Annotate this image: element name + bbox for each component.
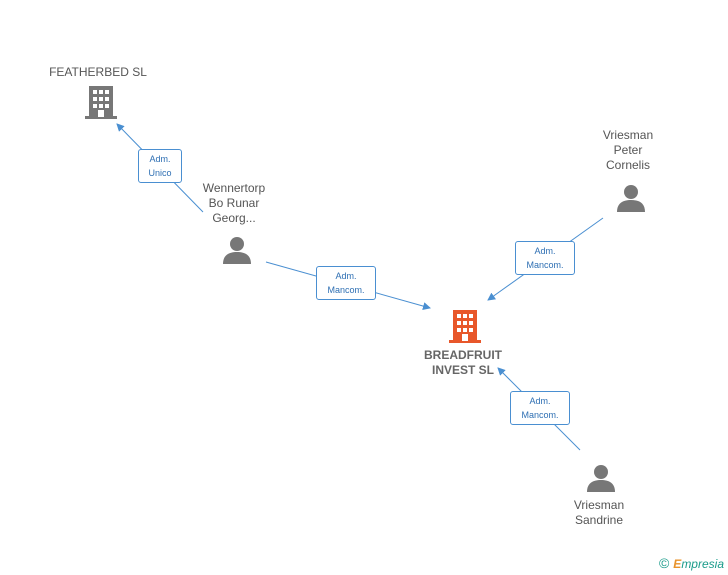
person-icon[interactable] <box>586 463 616 493</box>
edge-label-adm-mancom: Adm. Mancom. <box>510 391 570 425</box>
person-icon[interactable] <box>222 235 252 265</box>
edge-label-adm-unico: Adm. Unico <box>138 149 182 183</box>
brand-initial: E <box>673 557 682 571</box>
brand-name: mpresia <box>681 557 724 571</box>
breadfruit-label[interactable]: BREADFRUIT INVEST SL <box>424 348 502 377</box>
vriesman-sandrine-label[interactable]: Vriesman Sandrine <box>573 498 625 527</box>
featherbed-label[interactable]: FEATHERBED SL <box>49 65 147 79</box>
person-icon[interactable] <box>616 183 646 213</box>
edge-label-adm-mancom: Adm. Mancom. <box>515 241 575 275</box>
building-icon[interactable] <box>84 84 118 120</box>
vriesman-peter-label[interactable]: Vriesman Peter Cornelis <box>602 128 654 172</box>
building-icon-main[interactable] <box>448 308 482 344</box>
edge-label-adm-mancom: Adm. Mancom. <box>316 266 376 300</box>
copyright-symbol: © <box>658 555 670 571</box>
wennertorp-label[interactable]: Wennertorp Bo Runar Georg... <box>202 181 266 225</box>
empresia-logo: ©Empresia <box>659 555 724 571</box>
